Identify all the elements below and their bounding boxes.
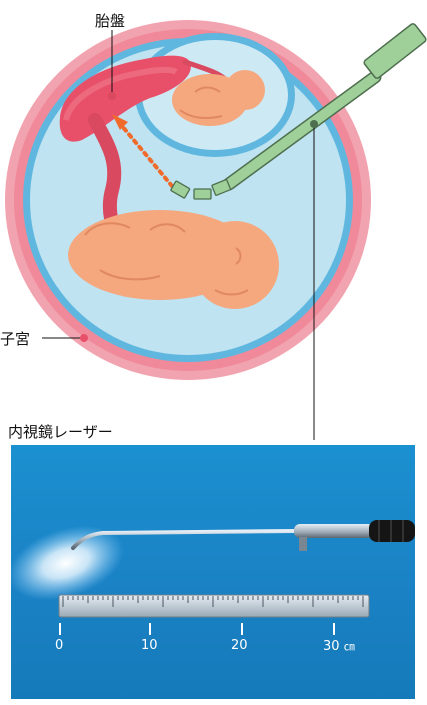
- scale-label-10: 10: [141, 638, 158, 653]
- device-photo: 0 10 20 30 ㎝: [11, 445, 415, 699]
- endoscope-handle: [294, 524, 374, 538]
- uterus-label: 子宮: [0, 328, 30, 349]
- device-label: 内視鏡レーザー: [8, 421, 113, 442]
- placenta-label: 胎盤: [95, 10, 125, 31]
- scale-label-0: 0: [55, 638, 63, 653]
- twin-pregnancy-illustration: [0, 0, 427, 440]
- scale-label-30: 30 ㎝: [323, 638, 355, 654]
- scale-label-20: 20: [231, 638, 248, 653]
- scale-unit: ㎝: [344, 640, 355, 653]
